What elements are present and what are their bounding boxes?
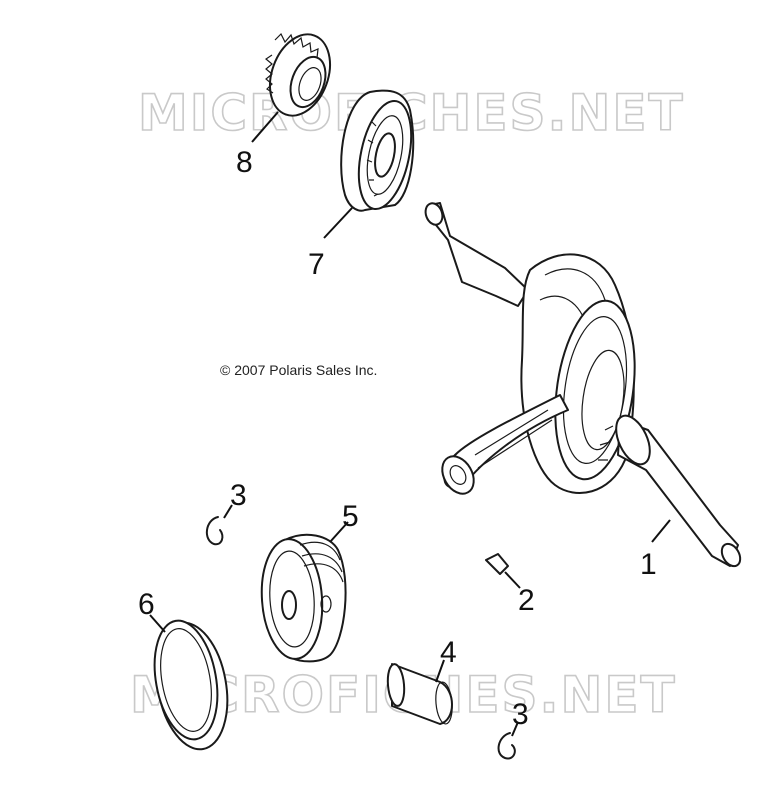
leader-6 <box>149 614 166 633</box>
leader-3-upper <box>223 504 233 519</box>
callout-7: 7 <box>308 248 325 281</box>
leader-3-lower <box>511 721 519 737</box>
ring-set-part <box>153 619 229 751</box>
leader-7 <box>323 207 353 239</box>
leader-5 <box>329 521 349 543</box>
callout-8: 8 <box>236 146 253 179</box>
callout-2: 2 <box>518 584 535 617</box>
callout-5: 5 <box>342 500 359 533</box>
key-part <box>485 553 509 575</box>
bearing-part <box>340 89 415 212</box>
piston-part <box>260 533 347 663</box>
leader-4 <box>435 659 445 683</box>
leader-1 <box>651 519 671 543</box>
gear-part <box>264 32 331 117</box>
clip-lower-part <box>497 732 516 760</box>
callout-6: 6 <box>138 588 155 621</box>
leader-8 <box>251 111 279 143</box>
clip-upper-part <box>206 516 224 546</box>
callout-3-upper: 3 <box>230 479 247 512</box>
piston-pin-part <box>386 663 453 725</box>
copyright-notice: © 2007 Polaris Sales Inc. <box>220 362 377 378</box>
callout-1: 1 <box>640 548 657 581</box>
callout-4: 4 <box>440 636 457 669</box>
callout-3-lower: 3 <box>512 698 529 731</box>
leader-2 <box>504 571 521 589</box>
crankshaft-part <box>424 202 742 568</box>
